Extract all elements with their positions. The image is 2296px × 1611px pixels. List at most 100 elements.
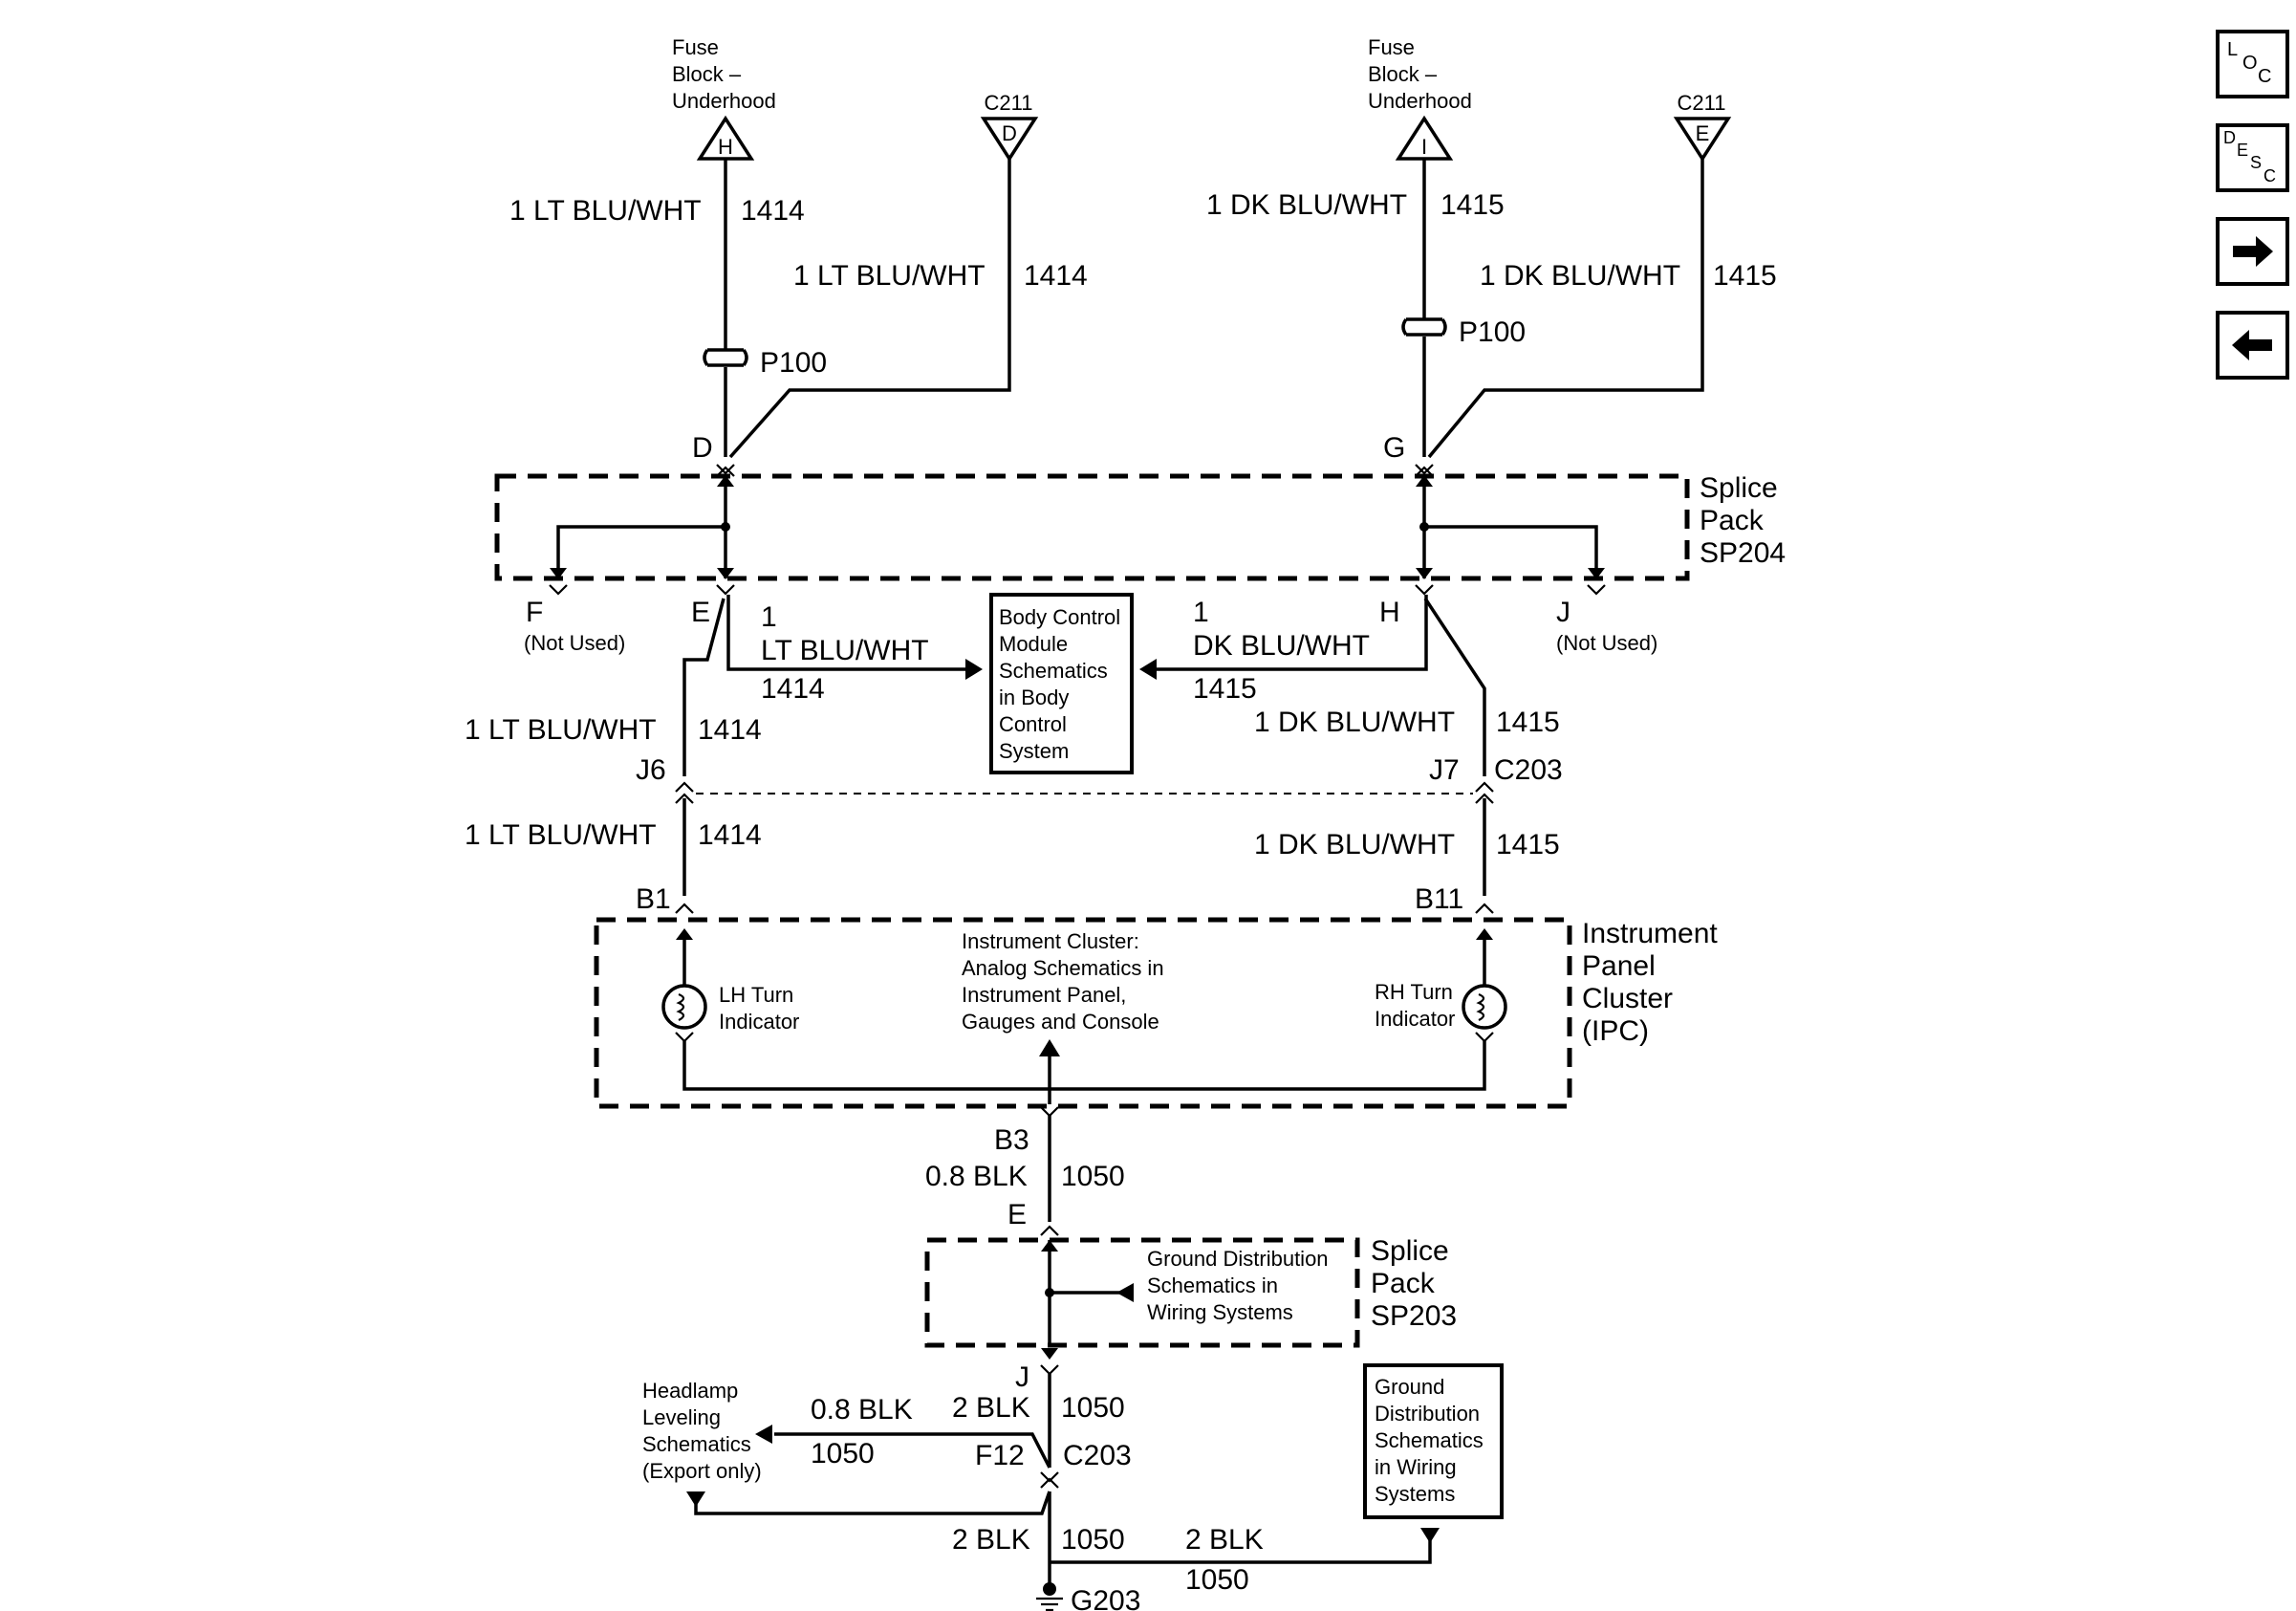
wire-1415-c211-right (1427, 159, 1704, 459)
arrow-h (1416, 568, 1433, 579)
wire-1415-d-color: 1 DK BLU/WHT (1254, 829, 1455, 860)
wire-1050-a-color: 0.8 BLK (925, 1161, 1028, 1192)
wire-1414-a-number: 1414 (741, 195, 805, 227)
connector-b1 (675, 903, 694, 914)
not-used-left: (Not Used) (524, 631, 625, 655)
arrow-sp203-out (1041, 1348, 1058, 1360)
wire-1415-to-j7 (1423, 598, 1486, 776)
pin-j2-label: J (1015, 1361, 1029, 1393)
wire-1414-c-number: 1414 (698, 714, 762, 746)
ground-dist-box[interactable] (1363, 1363, 1504, 1519)
rh-lower-chevron (1475, 1032, 1494, 1043)
wire-1415-d-number: 1415 (1496, 829, 1560, 860)
arrow-e (717, 568, 734, 579)
loc-button[interactable]: L O C (2216, 30, 2289, 98)
connector-j7 (1475, 781, 1494, 793)
arrow-sp203-in (1041, 1240, 1058, 1252)
pin-e-label: E (691, 597, 710, 628)
wire-1415-to-bcm (1157, 595, 1428, 671)
wire-1414-c-color: 1 LT BLU/WHT (465, 714, 657, 746)
wire-1414-to-j6 (682, 598, 726, 776)
pin-b1-label: B1 (636, 883, 671, 915)
c211-left-code: D (1002, 121, 1017, 145)
connector-g (1415, 464, 1434, 477)
p100-right-label: P100 (1459, 316, 1526, 348)
connector-f (549, 584, 568, 596)
fuse-left-code: H (718, 135, 733, 159)
wire-1050-hl-color: 0.8 BLK (811, 1394, 913, 1426)
pin-f-label: F (526, 597, 543, 628)
pin-h-label: H (1379, 597, 1400, 628)
arrow-left-icon (2232, 330, 2272, 360)
arrow-ground-box (1420, 1528, 1440, 1543)
wire-1415-c-color: 1 DK BLU/WHT (1254, 707, 1455, 738)
ground-icon (1043, 1582, 1056, 1596)
arrow-ipc-note (1039, 1039, 1060, 1056)
wire-1415-a-number: 1415 (1440, 189, 1505, 221)
connector-b3 (1040, 1106, 1059, 1118)
wire-1414-a-color: 1 LT BLU/WHT (509, 195, 702, 227)
c211-right-label: C211 (1678, 91, 1726, 115)
arrow-to-bcm-right (1139, 659, 1157, 680)
splice-pack-sp204-box (494, 473, 1690, 581)
arrow-headlamp (755, 1425, 772, 1444)
lh-bulb-filament (676, 992, 685, 1021)
pin-j-label: J (1556, 597, 1570, 628)
rh-turn-bulb-icon (1462, 984, 1507, 1030)
c203-bottom-label: C203 (1063, 1440, 1132, 1471)
wire-1414-d-color: 1 LT BLU/WHT (465, 819, 657, 851)
sp204-left-branch (556, 525, 726, 578)
wire-1414-b-color: 1 LT BLU/WHT (793, 260, 986, 292)
connector-f12-lower (1040, 1477, 1059, 1489)
wire-1050-headlamp (774, 1432, 1051, 1469)
connector-j6 (675, 781, 694, 793)
g203-label: G203 (1071, 1585, 1140, 1611)
wire-1050-c-color: 2 BLK (952, 1524, 1030, 1556)
pin-g-label: G (1383, 432, 1405, 464)
bcm-left-gauge: 1 (761, 601, 777, 633)
connector-b11 (1475, 903, 1494, 914)
bcm-left-number: 1414 (761, 673, 825, 705)
connector-h (1415, 584, 1434, 596)
c211-right-terminal (1673, 117, 1732, 163)
wire-1050-b-color: 2 BLK (952, 1392, 1030, 1424)
arrow-d-in (717, 475, 734, 487)
pin-j6-label: J6 (636, 754, 666, 786)
pin-b11-label: B11 (1415, 883, 1463, 915)
wire-1050-hl-number: 1050 (811, 1438, 875, 1469)
not-used-right: (Not Used) (1556, 631, 1657, 655)
c211-left-label: C211 (985, 91, 1033, 115)
wire-1050-d-color: 2 BLK (1185, 1524, 1264, 1556)
desc-button[interactable]: D E S C (2216, 123, 2289, 192)
wire-1414-b-number: 1414 (1024, 260, 1088, 292)
splice-pack-sp203-box (924, 1237, 1360, 1348)
arrow-f (550, 568, 567, 579)
back-button[interactable] (2216, 311, 2289, 380)
p100-left-label: P100 (760, 347, 827, 379)
p100-right-connector (1401, 317, 1447, 337)
svg-text:D: D (2223, 128, 2236, 147)
c203-top-label: C203 (1494, 754, 1563, 786)
rh-bulb-filament (1476, 992, 1485, 1021)
next-button[interactable] (2216, 217, 2289, 286)
arrow-lower-left (686, 1491, 705, 1507)
pin-f12-label: F12 (975, 1440, 1025, 1471)
svg-text:L: L (2227, 39, 2238, 60)
wire-1414-d-number: 1414 (698, 819, 762, 851)
wire-1415-a-color: 1 DK BLU/WHT (1206, 189, 1407, 221)
wire-1414-to-bcm (726, 595, 965, 671)
p100-left-connector (703, 348, 748, 367)
wire-1414-c211-left (728, 159, 1011, 459)
connector-sp203-e (1040, 1225, 1059, 1236)
connector-j7-lower (1475, 793, 1494, 804)
bcm-box[interactable] (989, 593, 1134, 774)
wire-1415-c-number: 1415 (1496, 707, 1560, 738)
